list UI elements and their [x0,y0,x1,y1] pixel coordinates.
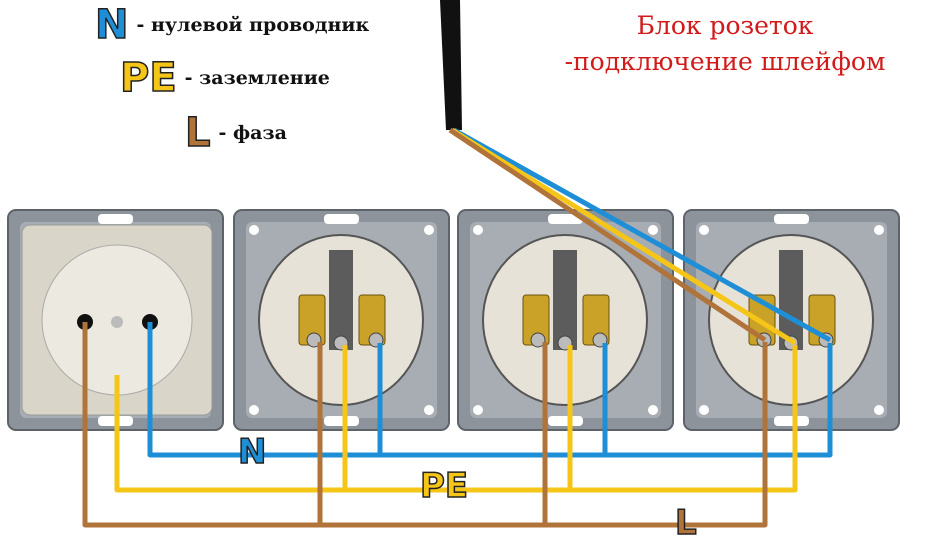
legend-item-n: N - нулевой проводник [94,1,370,49]
socket-mechanism-2 [234,210,449,430]
wire-label-l: L [674,502,697,544]
pe-wire-branches [342,127,797,490]
socket-with-cover [7,209,224,431]
socket-mechanism-3 [458,210,673,430]
legend-text: - фаза [218,122,287,144]
legend-symbol: L [184,109,211,157]
legend-item-l: L - фаза [184,109,287,157]
legend-symbol: PE [119,54,177,102]
pe-wire [114,345,798,493]
n-wire-branches [377,127,832,455]
l-wire-branches [317,127,767,525]
wire-label-n: N [237,431,267,473]
supply-cable [440,0,462,130]
n-wire [147,322,833,458]
l-wire [82,322,768,528]
diagram-title: Блок розеток -подключение шлейфом [545,8,905,80]
title-line-2: -подключение шлейфом [564,47,886,76]
legend-item-pe: PE - заземление [119,54,330,102]
legend-text: - заземление [184,67,330,89]
legend-text: - нулевой проводник [136,14,370,36]
legend-symbol: N [94,1,129,49]
wire-label-pe: PE [419,465,469,507]
title-line-1: Блок розеток [636,11,814,40]
